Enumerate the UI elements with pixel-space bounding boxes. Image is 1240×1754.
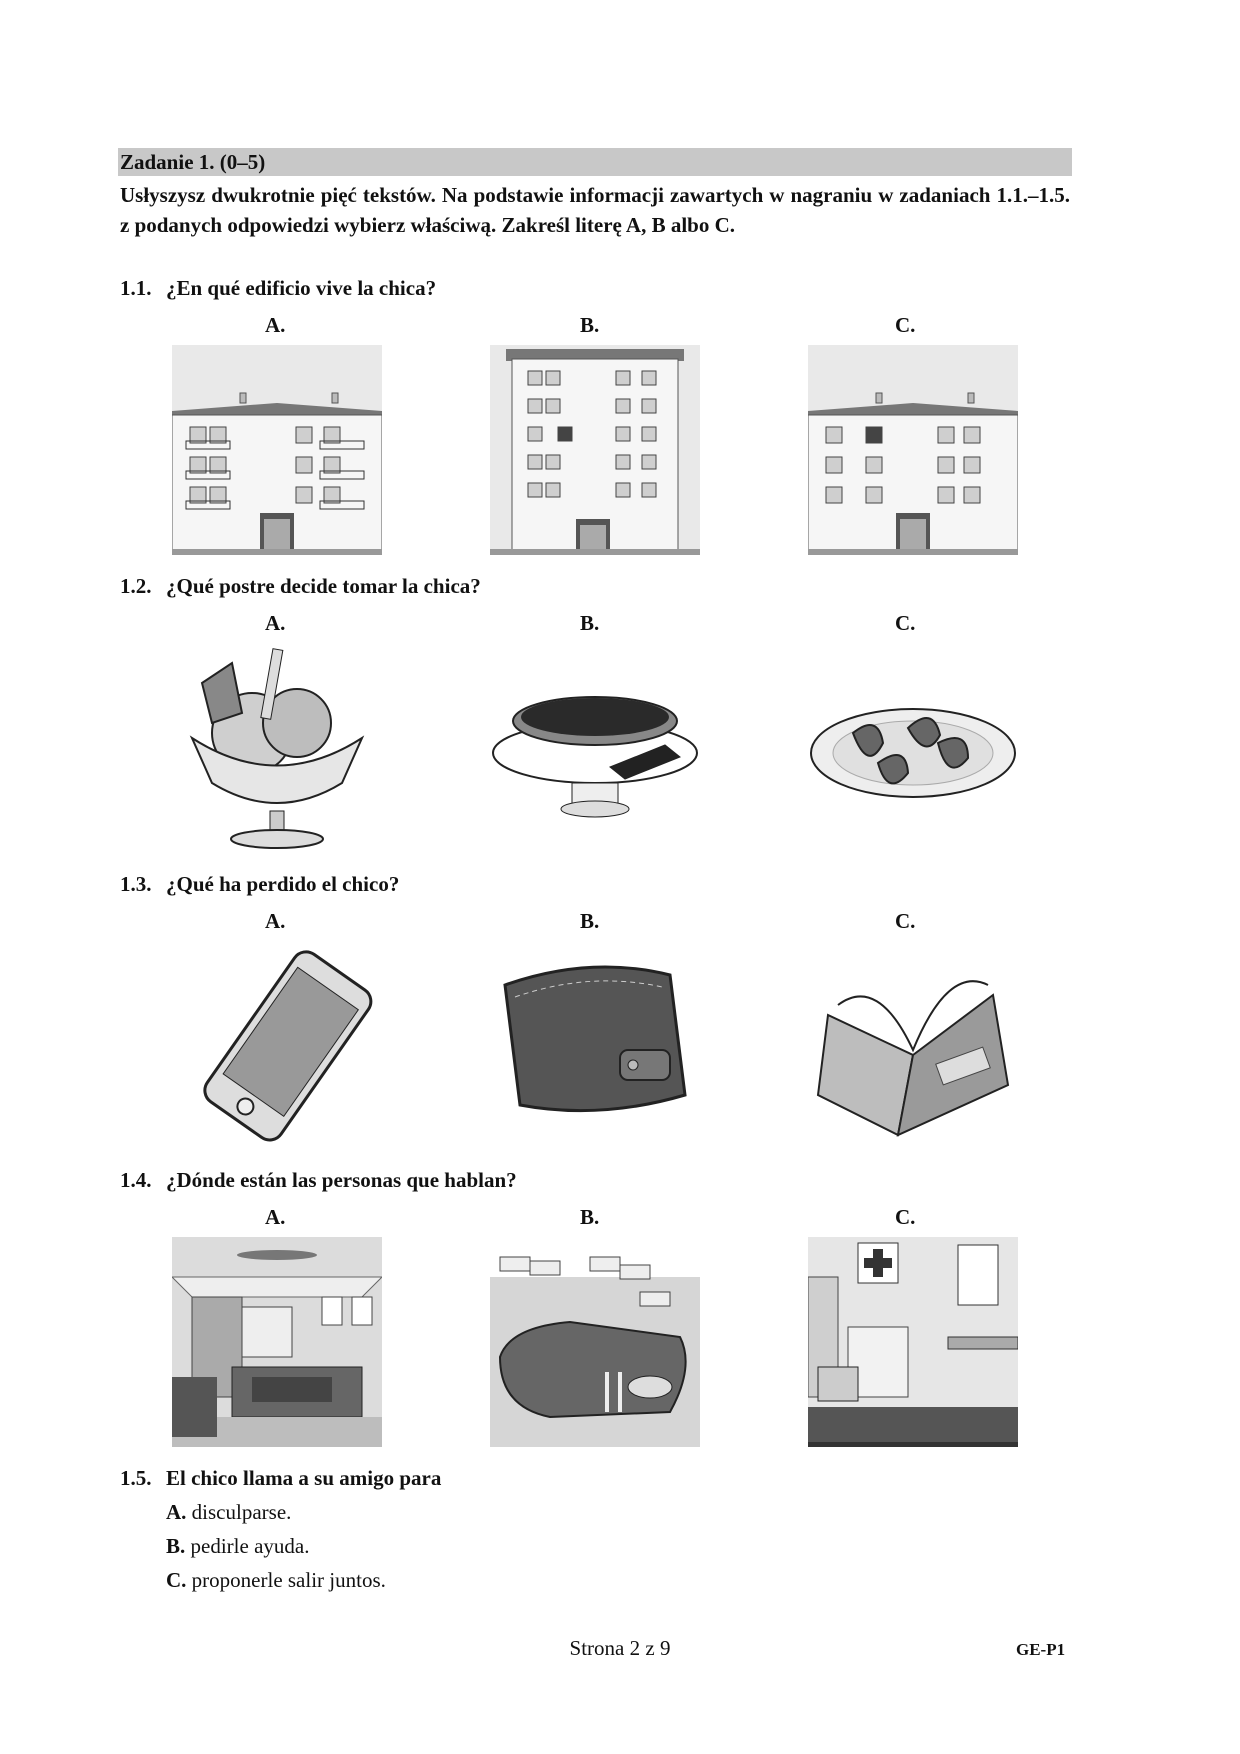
building-icon[interactable] — [490, 345, 700, 555]
question-1-2: 1.2. ¿Qué postre decide tomar la chica? — [120, 574, 481, 599]
question-text: ¿En qué edificio vive la chica? — [166, 276, 437, 300]
question-number: 1.5. — [120, 1466, 152, 1490]
question-text: ¿Qué postre decide tomar la chica? — [166, 574, 481, 598]
strawberries-icon[interactable] — [808, 643, 1018, 853]
answer-text: disculparse. — [191, 1500, 292, 1524]
option-c-label: C. — [895, 1205, 916, 1229]
option-a-label: A. — [265, 909, 286, 933]
option-c-label: C. — [895, 313, 916, 337]
ice-cream-icon[interactable] — [172, 643, 382, 853]
question-1-4: 1.4. ¿Dónde están las personas que hablan… — [120, 1168, 517, 1193]
answer-a[interactable]: A. disculparse. — [166, 1500, 291, 1525]
option-c-label: C. — [895, 611, 916, 635]
doctor-office-icon[interactable] — [808, 1237, 1018, 1447]
swimming-pool-icon[interactable] — [490, 1237, 700, 1447]
smartphone-icon[interactable] — [180, 945, 390, 1155]
building-icon[interactable] — [172, 345, 382, 555]
answer-c[interactable]: C. proponerle salir juntos. — [166, 1568, 386, 1593]
option-b-label: B. — [580, 1205, 600, 1229]
question-text: ¿Qué ha perdido el chico? — [166, 872, 400, 896]
option-b-label: B. — [580, 909, 600, 933]
question-number: 1.4. — [120, 1168, 152, 1192]
question-number: 1.1. — [120, 276, 152, 300]
answer-text: pedirle ayuda. — [190, 1534, 310, 1558]
question-number: 1.3. — [120, 872, 152, 896]
wallet-icon[interactable] — [490, 945, 700, 1155]
answer-letter: C. — [166, 1568, 187, 1592]
tart-icon[interactable] — [490, 643, 700, 853]
page-number: Strona 2 z 9 — [569, 1636, 671, 1660]
question-number: 1.2. — [120, 574, 152, 598]
question-1-5: 1.5. El chico llama a su amigo para — [120, 1466, 441, 1491]
book-icon[interactable] — [808, 945, 1018, 1155]
exam-code: GE-P1 — [1016, 1640, 1066, 1659]
answer-letter: B. — [166, 1534, 186, 1558]
answer-b[interactable]: B. pedirle ayuda. — [166, 1534, 309, 1559]
option-a-label: A. — [265, 611, 286, 635]
answer-letter: A. — [166, 1500, 187, 1524]
task-header: Zadanie 1. (0–5) — [118, 148, 1072, 176]
bedroom-icon[interactable] — [172, 1237, 382, 1447]
option-b-label: B. — [580, 611, 600, 635]
option-a-label: A. — [265, 1205, 286, 1229]
option-a-label: A. — [265, 313, 286, 337]
question-text: ¿Dónde están las personas que hablan? — [166, 1168, 517, 1192]
task-instruction: Usłyszysz dwukrotnie pięć tekstów. Na po… — [120, 183, 1070, 237]
question-text: El chico llama a su amigo para — [166, 1466, 442, 1490]
option-c-label: C. — [895, 909, 916, 933]
question-1-3: 1.3. ¿Qué ha perdido el chico? — [120, 872, 399, 897]
option-b-label: B. — [580, 313, 600, 337]
building-icon[interactable] — [808, 345, 1018, 555]
answer-text: proponerle salir juntos. — [191, 1568, 386, 1592]
question-1-1: 1.1. ¿En qué edificio vive la chica? — [120, 276, 436, 301]
